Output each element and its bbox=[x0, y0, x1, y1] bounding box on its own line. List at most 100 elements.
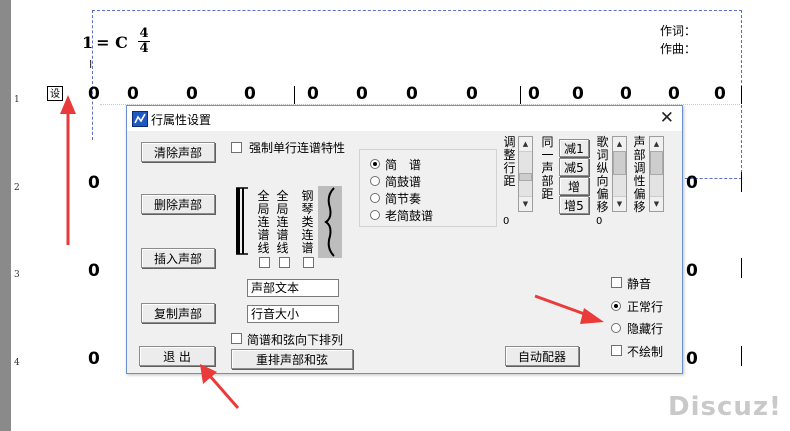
adjust-spacing-label: 调整行距 bbox=[503, 135, 516, 188]
note[interactable]: 0 bbox=[88, 349, 100, 369]
notation-label-rhythm: 简节奏 bbox=[385, 192, 422, 206]
notation-radio-drum[interactable] bbox=[370, 176, 380, 186]
scroll-up-icon[interactable]: ▲ bbox=[519, 137, 532, 152]
slur-checkbox-1[interactable] bbox=[259, 257, 270, 268]
scroll-down-icon[interactable]: ▼ bbox=[650, 196, 663, 211]
note[interactable]: 0 bbox=[686, 349, 698, 369]
auto-chord-button[interactable]: 自动配器 bbox=[505, 346, 579, 366]
page-guide-bottom bbox=[680, 178, 742, 179]
slur-checkbox-2[interactable] bbox=[279, 257, 290, 268]
brace-slur-icon bbox=[318, 186, 342, 258]
note[interactable]: 0 bbox=[686, 261, 698, 281]
notation-radio-jianpu[interactable] bbox=[370, 159, 380, 169]
exit-button[interactable]: 退 出 bbox=[139, 346, 215, 366]
force-slur-checkbox[interactable] bbox=[231, 142, 242, 153]
composer-label: 作曲： bbox=[660, 42, 697, 56]
notation-radio-rhythm[interactable] bbox=[370, 193, 380, 203]
delete-part-button[interactable]: 删除声部 bbox=[141, 194, 215, 214]
lyrics-offset-slider[interactable]: ▲ ▼ bbox=[612, 136, 627, 212]
notation-group bbox=[359, 149, 497, 227]
note[interactable]: 0 bbox=[127, 84, 139, 104]
note[interactable]: 0 bbox=[88, 84, 100, 104]
copy-part-button[interactable]: 复制声部 bbox=[141, 303, 215, 323]
note[interactable]: 0 bbox=[668, 84, 680, 104]
watermark-text: Discuz! bbox=[668, 392, 782, 422]
row-number-4: 4 bbox=[14, 358, 20, 368]
left-margin-strip bbox=[0, 0, 11, 431]
page-guide-left bbox=[92, 10, 93, 140]
plus-button[interactable]: 增 bbox=[559, 177, 589, 195]
lyricist-label: 作词： bbox=[660, 24, 697, 38]
barline bbox=[741, 86, 742, 104]
barline bbox=[294, 86, 295, 104]
spacing-slider[interactable]: ▲ ▼ bbox=[518, 136, 533, 212]
time-signature-top: 4 bbox=[139, 26, 149, 41]
slur-checkbox-3[interactable] bbox=[303, 257, 314, 268]
scroll-down-icon[interactable]: ▼ bbox=[613, 196, 626, 211]
barline bbox=[741, 346, 742, 366]
spacing-value: 0 bbox=[503, 216, 510, 227]
clear-part-button[interactable]: 清除声部 bbox=[141, 142, 215, 162]
note[interactable]: 0 bbox=[714, 84, 726, 104]
notation-label-drum: 简鼓谱 bbox=[385, 175, 422, 189]
note[interactable]: 0 bbox=[244, 84, 256, 104]
dialog-title: 行属性设置 bbox=[151, 113, 212, 127]
rearrange-button[interactable]: 重排声部和弦 bbox=[231, 349, 353, 369]
key-signature: 1= C bbox=[82, 33, 128, 52]
note[interactable]: 0 bbox=[466, 84, 478, 104]
note[interactable]: 0 bbox=[572, 84, 584, 104]
bracket-slur-icon bbox=[234, 187, 254, 255]
row-guide-1 bbox=[100, 104, 740, 105]
note[interactable]: 0 bbox=[186, 84, 198, 104]
no-draw-label: 不绘制 bbox=[627, 345, 664, 359]
part-text-field[interactable]: 声部文本 bbox=[247, 279, 339, 297]
notation-label-jianpu: 简 谱 bbox=[385, 158, 422, 172]
note[interactable]: 0 bbox=[88, 173, 100, 193]
mute-checkbox[interactable] bbox=[611, 277, 622, 288]
part-tone-slider[interactable]: ▲ ▼ bbox=[649, 136, 664, 212]
lyrics-offset-label: 歌词纵向偏移 bbox=[596, 135, 609, 214]
row-number-3: 3 bbox=[14, 270, 20, 280]
chord-down-label: 简谱和弦向下排列 bbox=[247, 333, 344, 347]
note[interactable]: 0 bbox=[528, 84, 540, 104]
lyrics-offset-thumb[interactable] bbox=[613, 151, 626, 175]
notation-radio-old-drum[interactable] bbox=[370, 210, 380, 220]
note[interactable]: 0 bbox=[620, 84, 632, 104]
note[interactable]: 0 bbox=[356, 84, 368, 104]
barline bbox=[520, 86, 521, 104]
global-slur-label-1: 全局连谱线 bbox=[257, 189, 270, 255]
note[interactable]: 0 bbox=[406, 84, 418, 104]
normal-row-radio[interactable] bbox=[611, 301, 621, 311]
dialog-titlebar[interactable]: 行属性设置 ✕ bbox=[127, 106, 682, 131]
global-slur-label-2: 全局连谱线 bbox=[276, 189, 289, 255]
chord-down-checkbox[interactable] bbox=[231, 333, 242, 344]
same-part-distance-label: 同一声部距 bbox=[541, 135, 554, 201]
key-number: 1 bbox=[82, 33, 94, 52]
row-properties-dialog: 行属性设置 ✕ 清除声部 删除声部 插入声部 复制声部 退 出 强制单行连谱特性… bbox=[126, 105, 683, 374]
force-slur-label: 强制单行连谱特性 bbox=[249, 141, 346, 155]
scroll-down-icon[interactable]: ▼ bbox=[519, 196, 532, 211]
note[interactable]: 0 bbox=[686, 173, 698, 193]
plus5-button[interactable]: 增5 bbox=[559, 196, 589, 214]
spacing-slider-thumb[interactable] bbox=[519, 173, 532, 181]
note[interactable]: 0 bbox=[307, 84, 319, 104]
row-volume-field[interactable]: 行音大小 bbox=[247, 305, 339, 323]
note[interactable]: 0 bbox=[88, 261, 100, 281]
part-tone-thumb[interactable] bbox=[650, 151, 663, 175]
key-letter: = C bbox=[96, 33, 128, 52]
minus1-button[interactable]: 减1 bbox=[559, 139, 589, 157]
time-signature: 4 4 bbox=[138, 27, 150, 56]
close-icon[interactable]: ✕ bbox=[659, 108, 674, 128]
minus5-button[interactable]: 减5 bbox=[559, 158, 589, 176]
row-number-1: 1 bbox=[14, 95, 20, 105]
hidden-row-label: 隐藏行 bbox=[627, 322, 664, 336]
time-signature-bottom: 4 bbox=[138, 41, 150, 56]
arrow-to-exit bbox=[200, 364, 240, 409]
arrow-up bbox=[60, 95, 76, 245]
text-cursor: I bbox=[89, 58, 93, 71]
row-settings-icon[interactable]: 设 bbox=[47, 86, 63, 101]
insert-part-button[interactable]: 插入声部 bbox=[141, 248, 215, 268]
barline bbox=[741, 172, 742, 192]
hidden-row-radio[interactable] bbox=[611, 323, 621, 333]
no-draw-checkbox[interactable] bbox=[611, 345, 622, 356]
